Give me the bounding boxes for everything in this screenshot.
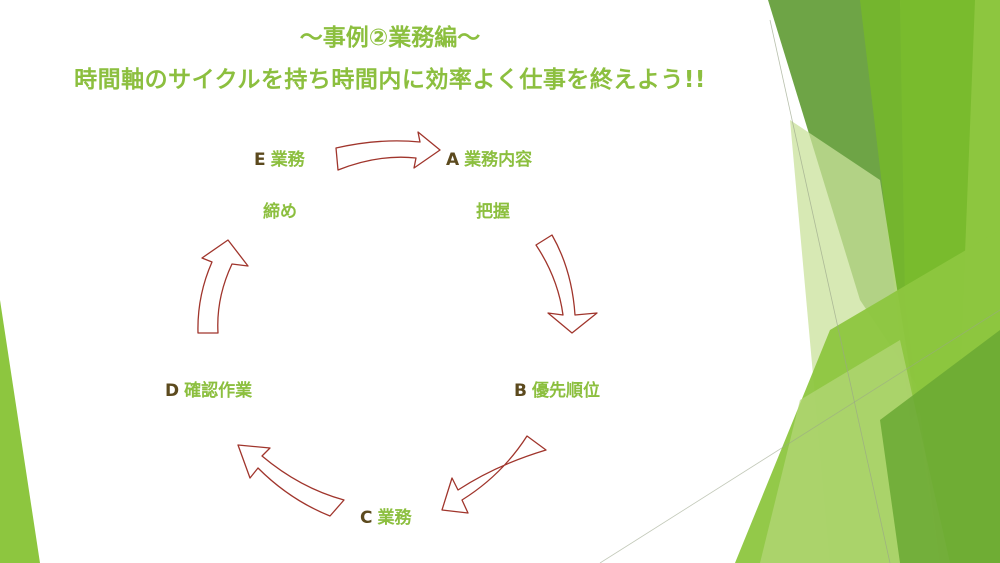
arrow-a-to-b (535, 234, 598, 334)
node-e-sub: 締め (263, 197, 297, 222)
node-c-label: 業務 (377, 508, 412, 528)
node-a-sub: 把握 (476, 197, 510, 222)
node-a-letter: A (446, 150, 460, 170)
arrow-d-to-e (197, 239, 249, 334)
arrow-e-to-a (335, 131, 441, 171)
arrow-b-to-c (441, 435, 547, 514)
node-e-letter: E (254, 150, 266, 170)
node-e-label: 業務 (270, 150, 305, 170)
slide-subtitle: 時間軸のサイクルを持ち時間内に効率よく仕事を終えよう!! (74, 67, 706, 93)
slide-title: ～事例②業務編～ (299, 25, 481, 51)
node-d-label: 確認作業 (184, 381, 253, 401)
node-e-sub-label: 締め (263, 202, 297, 222)
thin-line-2 (599, 309, 1000, 563)
node-c-letter: C (360, 508, 373, 528)
node-a-sub-label: 把握 (476, 202, 510, 222)
thin-line-1 (769, 19, 891, 563)
left-strip (0, 300, 40, 563)
node-b-letter: B (514, 381, 527, 401)
node-b-label: 優先順位 (531, 381, 600, 401)
node-d-letter: D (165, 381, 180, 401)
facet-lower-dark (880, 330, 1000, 563)
node-a-label: 業務内容 (464, 150, 533, 170)
arrow-c-to-d (237, 444, 345, 517)
